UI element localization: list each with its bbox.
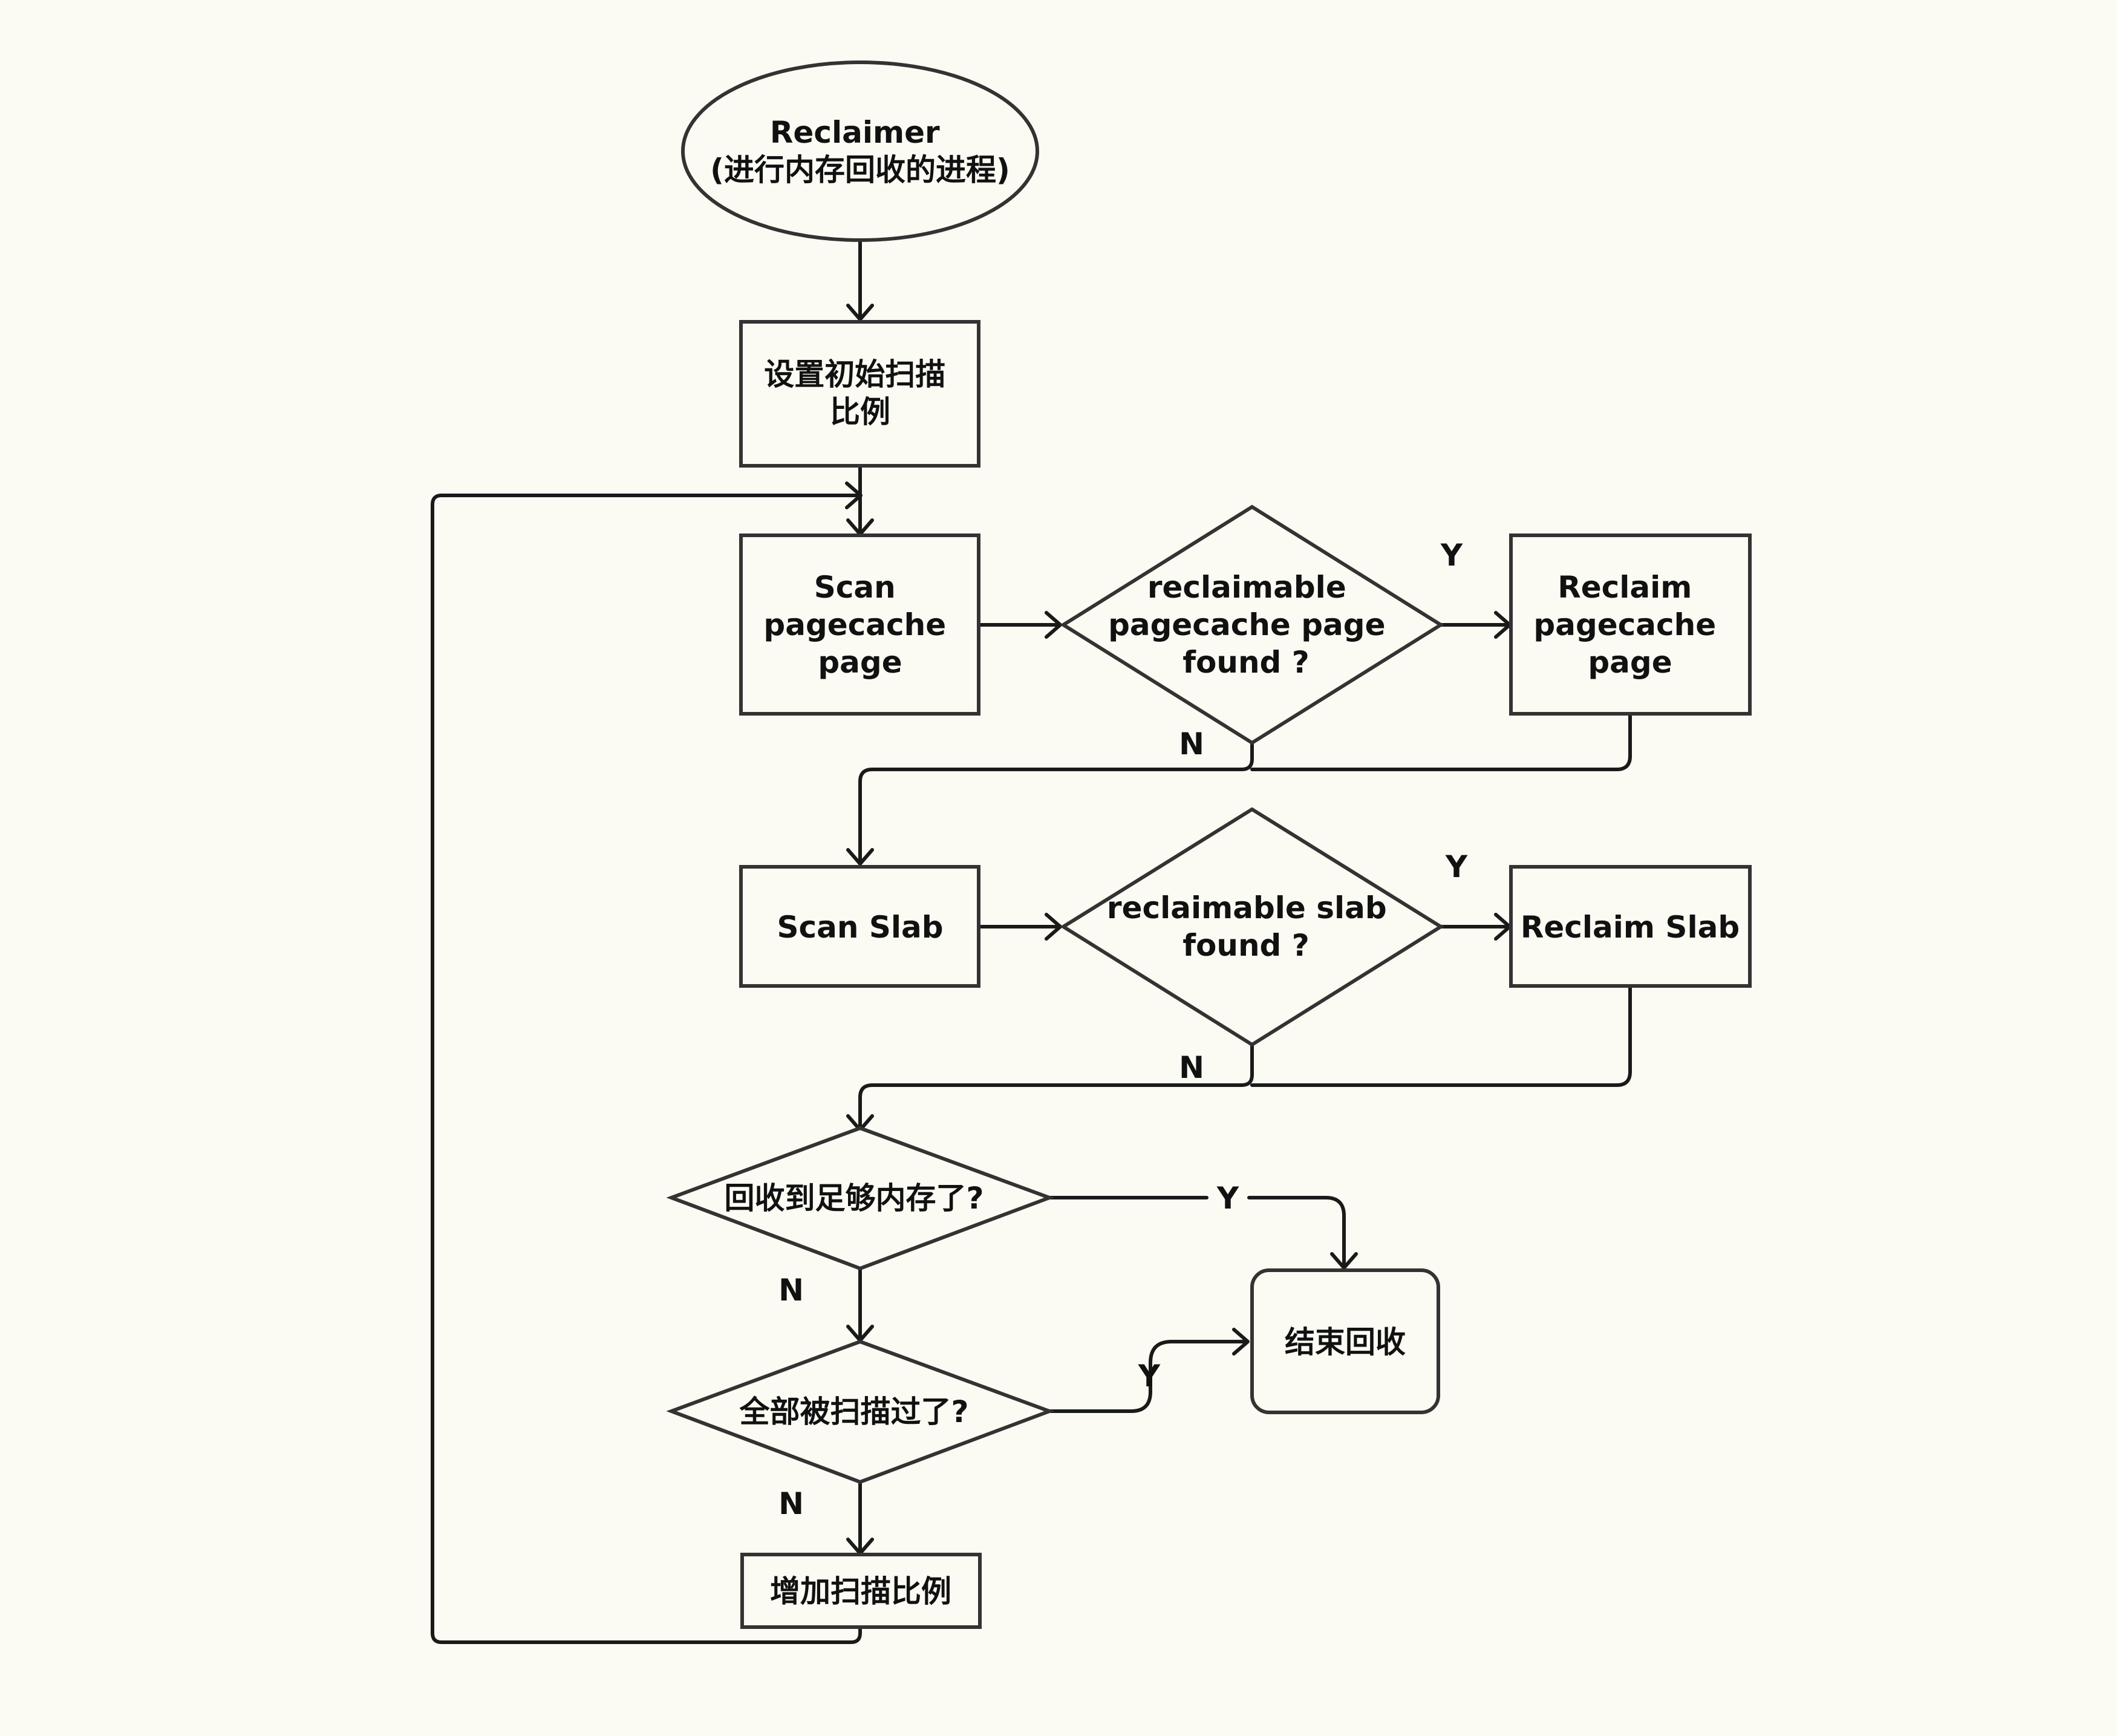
- text-line: 回收到足够内存了?: [724, 1181, 983, 1216]
- text-line: pagecache page: [1108, 607, 1385, 642]
- process-box: [739, 865, 980, 988]
- node-scan-slab: Scan Slab: [739, 865, 980, 988]
- text-line: 比例: [830, 394, 890, 429]
- text-line: found ?: [1182, 645, 1310, 680]
- text-line: Reclaimer: [770, 115, 940, 150]
- text-line: pagecache: [1533, 607, 1716, 642]
- text-line: (进行内存回收的进程): [710, 152, 1010, 188]
- text-line: 全部被扫描过了?: [739, 1394, 968, 1429]
- node-text: 设置初始扫描 比例: [764, 357, 956, 429]
- decision-diamond: [1060, 807, 1444, 1047]
- process-box: [1509, 865, 1752, 988]
- decision-diamond: [1060, 504, 1444, 745]
- node-enough-memory: 回收到足够内存了?: [666, 1126, 1055, 1271]
- text-line: found ?: [1182, 928, 1310, 963]
- arrowhead: [846, 304, 874, 321]
- node-set-initial-ratio: 设置初始扫描 比例: [739, 320, 980, 468]
- node-text: 结束回收: [1285, 1325, 1406, 1360]
- edge-all-yes: [1048, 1340, 1249, 1413]
- node-pagecache-found: reclaimable pagecache page found ?: [1060, 504, 1444, 745]
- label-pagecache-yes: Y: [1440, 538, 1463, 573]
- node-text: Scan pagecache page: [763, 570, 956, 680]
- text-line: 设置初始扫描: [764, 357, 945, 392]
- text-line: reclaimable slab: [1107, 890, 1387, 925]
- label-slab-yes: Y: [1445, 849, 1468, 884]
- decision-diamond: [666, 1339, 1055, 1484]
- text-line: 结束回收: [1285, 1325, 1406, 1360]
- text-line: Scan: [814, 570, 896, 605]
- start-ellipse: [681, 60, 1039, 242]
- label-pagecache-no: N: [1179, 726, 1204, 762]
- arrowhead: [846, 848, 874, 866]
- edge-slab-no: [858, 1043, 1254, 1130]
- edge-pagecache-no: [858, 741, 1254, 864]
- node-slab-found: reclaimable slab found ?: [1060, 807, 1444, 1047]
- node-end-reclaim: 结束回收: [1250, 1268, 1440, 1414]
- node-reclaim-pagecache: Reclaim pagecache page: [1509, 534, 1752, 716]
- edge-reclaim-pagecache-merge: [1250, 712, 1632, 771]
- process-box: [739, 320, 980, 468]
- edge-reclaim-slab-merge: [1250, 984, 1632, 1087]
- process-box: [739, 534, 980, 716]
- edge-enough-yes-cont: [1247, 1196, 1346, 1268]
- node-text: Reclaimer (进行内存回收的进程): [710, 115, 1010, 188]
- decision-diamond: [666, 1126, 1055, 1271]
- arrowhead: [1330, 1252, 1358, 1270]
- edges: [431, 237, 1632, 1644]
- node-text: 回收到足够内存了?: [724, 1181, 983, 1216]
- label-enough-yes: Y: [1216, 1181, 1239, 1216]
- node-text: Reclaim pagecache page: [1533, 570, 1726, 680]
- node-text: Scan Slab: [777, 910, 943, 945]
- text-line: page: [1588, 645, 1672, 680]
- node-text: reclaimable pagecache page found ?: [1108, 570, 1396, 680]
- node-all-scanned: 全部被扫描过了?: [666, 1339, 1055, 1484]
- label-slab-no: N: [1179, 1050, 1204, 1085]
- text-line: 增加扫描比例: [770, 1574, 951, 1609]
- terminal-box: [1250, 1268, 1440, 1414]
- node-increase-ratio: 增加扫描比例: [740, 1553, 982, 1629]
- node-text: 增加扫描比例: [770, 1574, 951, 1609]
- text-line: reclaimable: [1147, 570, 1346, 605]
- node-reclaim-slab: Reclaim Slab: [1509, 865, 1752, 988]
- arrowhead: [845, 481, 863, 509]
- node-text: 全部被扫描过了?: [739, 1394, 968, 1429]
- label-all-yes: Y: [1138, 1359, 1161, 1394]
- node-text: Reclaim Slab: [1521, 910, 1740, 945]
- text-line: page: [818, 645, 902, 680]
- process-box: [1509, 534, 1752, 716]
- edge-labels: Y N Y N Y N Y N: [778, 538, 1468, 1521]
- text-line: Reclaim Slab: [1521, 910, 1740, 945]
- text-line: Scan Slab: [777, 910, 943, 945]
- process-box: [740, 1553, 982, 1629]
- node-reclaimer: Reclaimer (进行内存回收的进程): [681, 60, 1039, 242]
- label-all-no: N: [778, 1486, 804, 1521]
- edge-loop-back: [431, 494, 862, 1644]
- text-line: Reclaim: [1558, 570, 1692, 605]
- node-scan-pagecache: Scan pagecache page: [739, 534, 980, 716]
- label-enough-no: N: [778, 1273, 804, 1308]
- text-line: pagecache: [763, 607, 946, 642]
- arrowhead: [1232, 1328, 1250, 1356]
- node-text: reclaimable slab found ?: [1107, 890, 1397, 963]
